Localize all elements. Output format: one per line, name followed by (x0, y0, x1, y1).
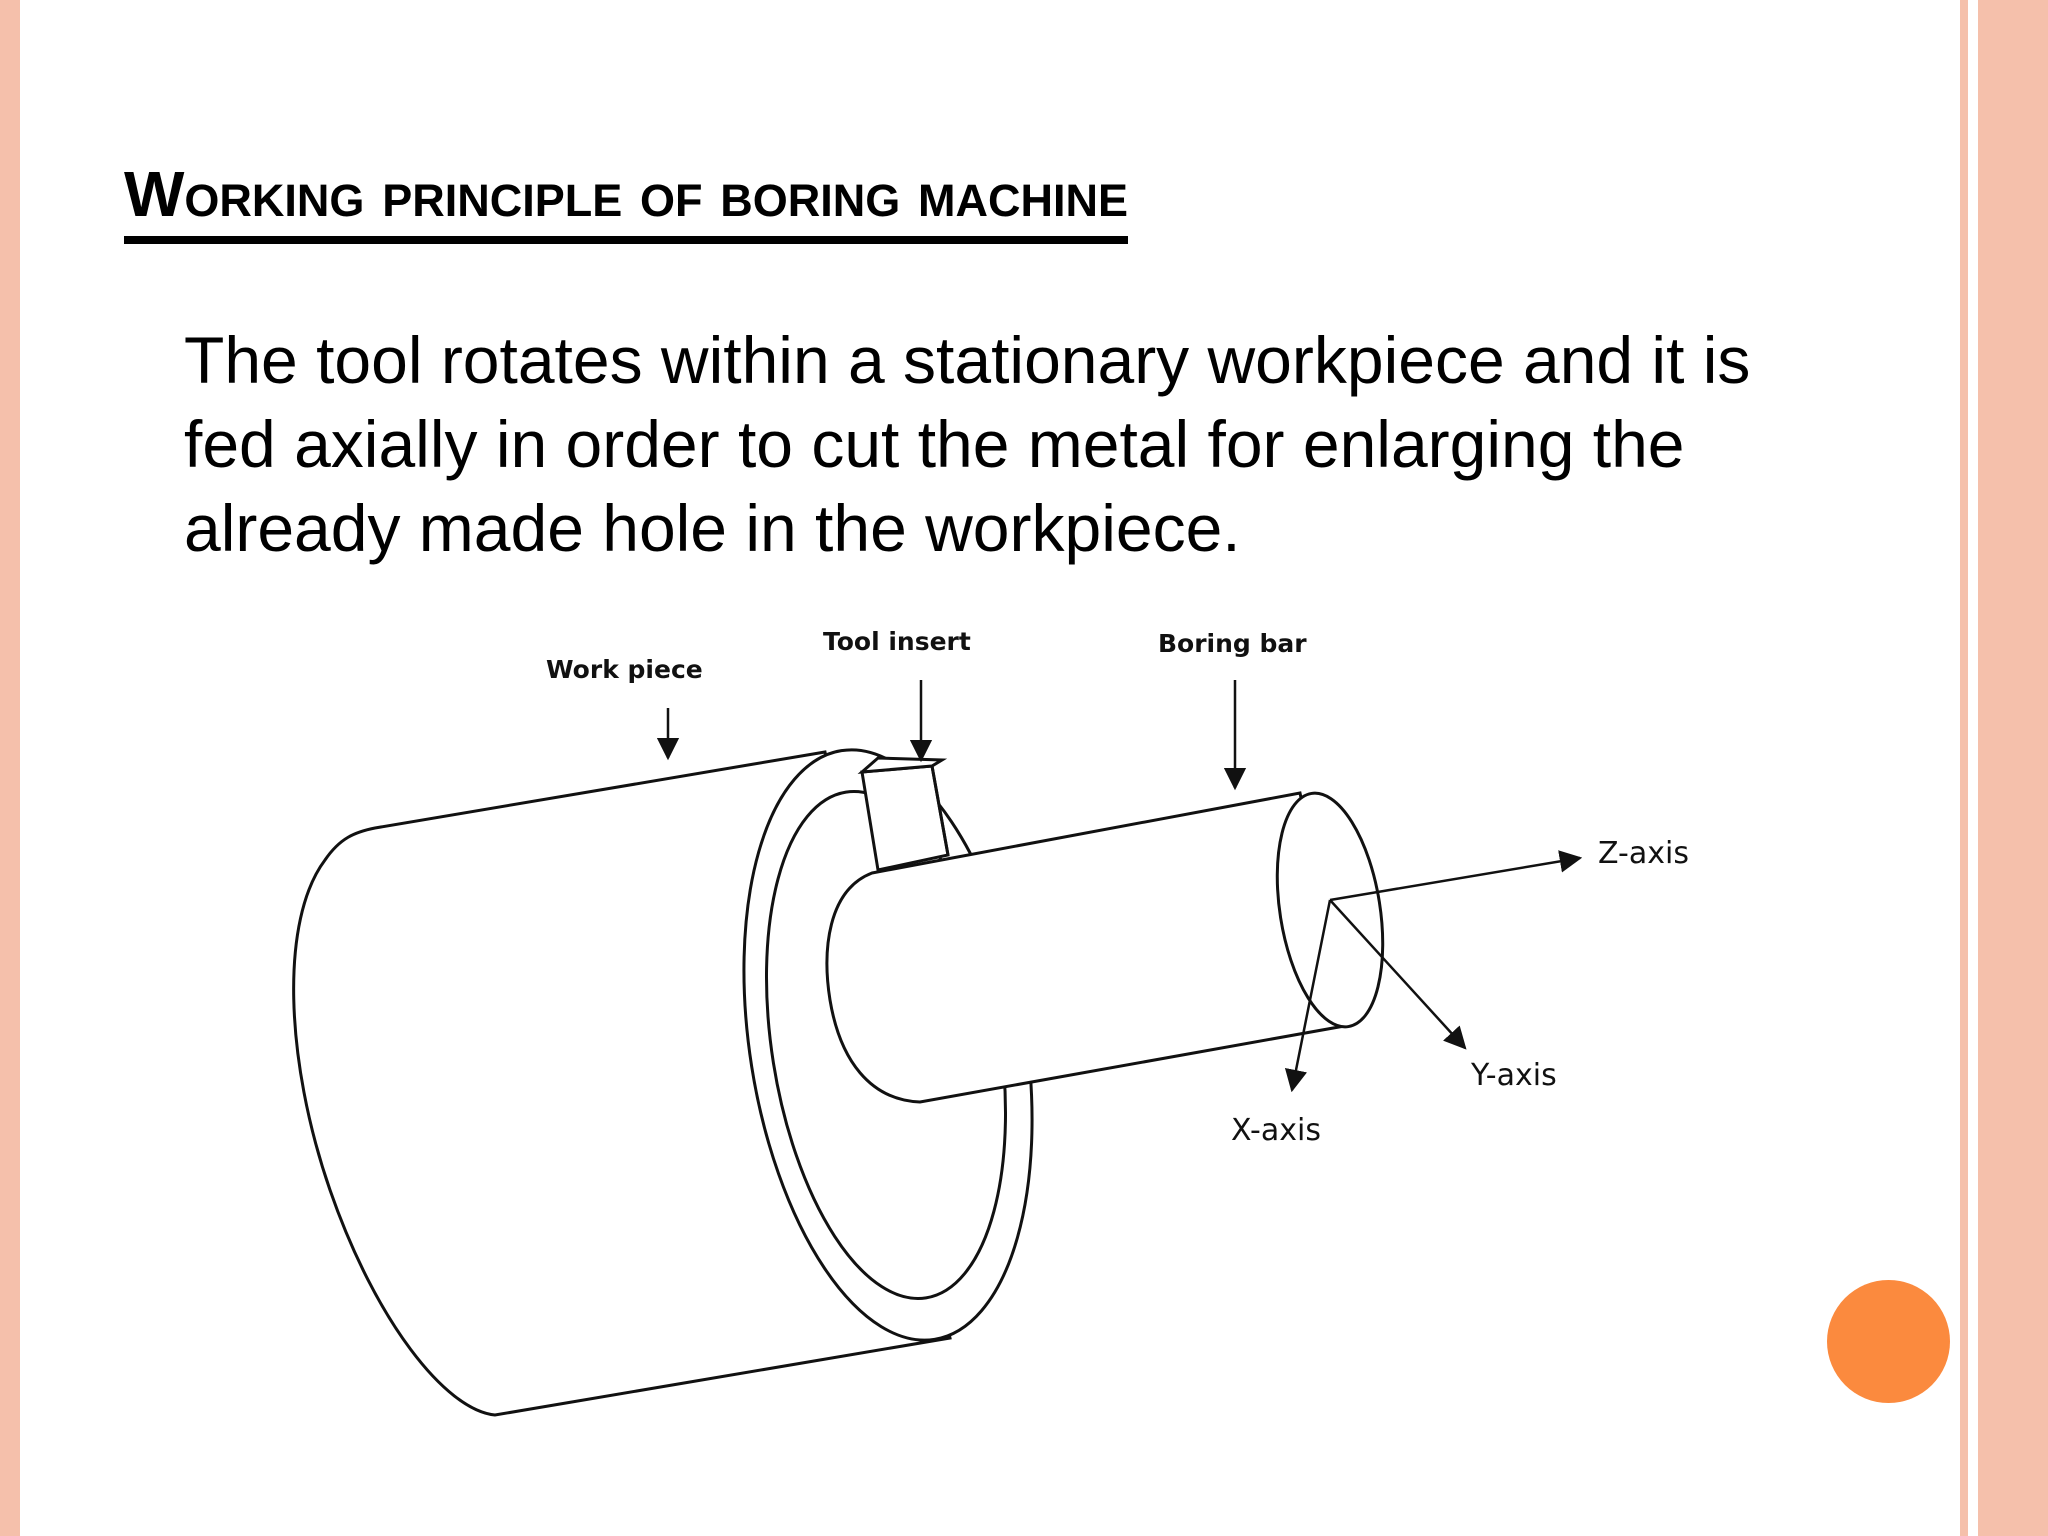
diagram-labels: Work piece Tool insert Boring bar Z-axis… (546, 627, 1689, 1148)
z-axis-arrow (1329, 850, 1583, 902)
label-z-axis: Z-axis (1598, 836, 1689, 871)
label-work-piece: Work piece (546, 655, 703, 684)
body-line-2: fed axially in order to cut the metal fo… (184, 407, 1685, 481)
x-axis-arrow (1284, 899, 1332, 1093)
label-y-axis: Y-axis (1470, 1058, 1557, 1093)
body-line-3: already made hole in the workpiece. (184, 491, 1241, 565)
border-stripe-right-thin (1960, 0, 1968, 1536)
border-stripe-right-wide (1978, 0, 2048, 1536)
label-boring-bar: Boring bar (1158, 629, 1307, 658)
border-stripe-left (0, 0, 20, 1536)
label-x-axis: X-axis (1231, 1113, 1321, 1148)
accent-dot (1827, 1280, 1950, 1403)
boring-bar-end-face (1275, 791, 1385, 1029)
label-tool-insert: Tool insert (823, 627, 971, 656)
boring-bar-body (825, 791, 1352, 1104)
slide-body-text: The tool rotates within a stationary wor… (184, 318, 1864, 570)
body-line-1: The tool rotates within a stationary wor… (184, 323, 1751, 397)
y-axis-arrow (1329, 899, 1467, 1050)
label-arrows (656, 680, 1247, 791)
axes (1284, 850, 1583, 1093)
slide-title: Working principle of boring machine (124, 162, 1129, 244)
tool-insert-edge (930, 765, 950, 856)
tool-insert (857, 756, 950, 872)
boring-bar (825, 791, 1385, 1104)
